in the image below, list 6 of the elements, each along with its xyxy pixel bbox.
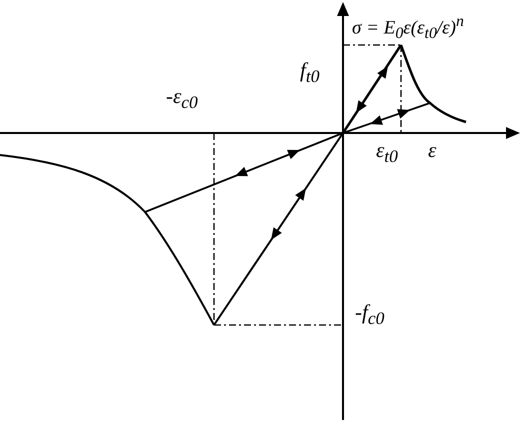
axis-label: ε$_{t0}$ [376, 140, 398, 166]
axis-label: f$_{t0}$ [300, 60, 320, 86]
axis-label: -ε$_{c0}$ [166, 86, 198, 112]
axis-label: ε [428, 140, 436, 161]
formula: σ = E$_{0}$ε(ε$_{t0}$/ε)$^{n}$ [352, 14, 464, 42]
axis-label: -f$_{c0}$ [355, 302, 384, 328]
